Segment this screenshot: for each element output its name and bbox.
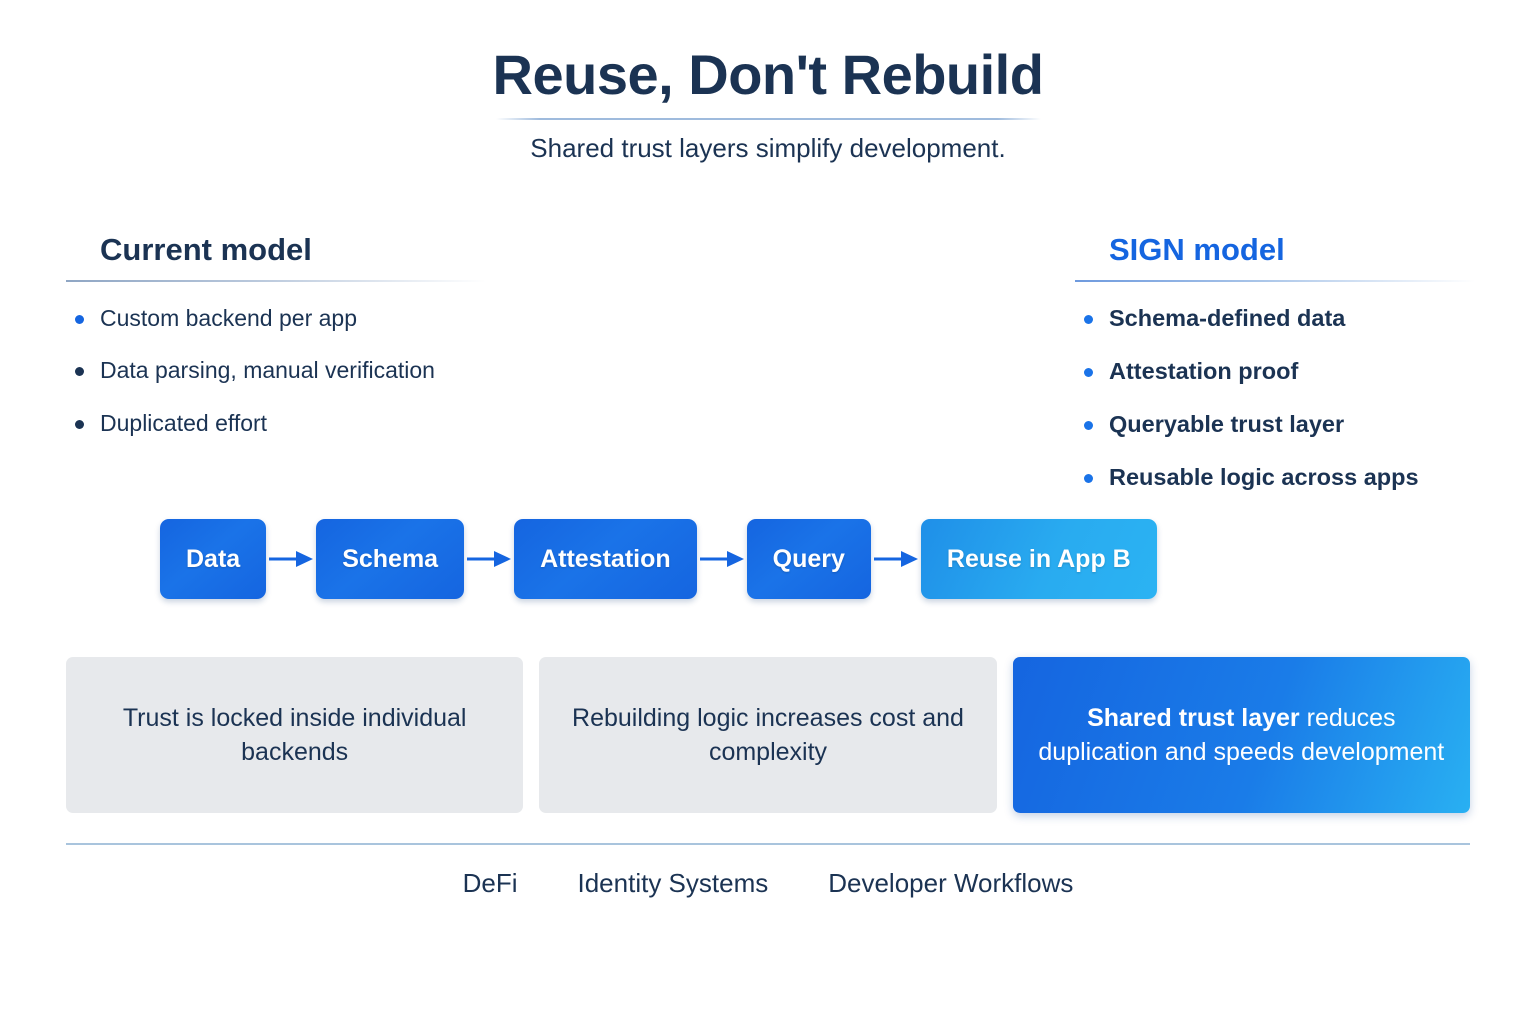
list-item-label: Attestation proof	[1109, 357, 1299, 384]
arrow-right-icon	[266, 544, 316, 574]
outcome-card-rebuilding-cost: Rebuilding logic increases cost and comp…	[539, 657, 997, 813]
list-item: Schema-defined data	[1075, 304, 1475, 333]
list-item: Data parsing, manual verification	[66, 356, 486, 385]
title-divider	[495, 117, 1041, 120]
list-item-label: Schema-defined data	[1109, 304, 1346, 331]
bullet-dot-icon	[1084, 420, 1093, 430]
bullet-dot-icon	[75, 367, 84, 377]
bullet-dot-icon	[1084, 314, 1093, 324]
outcome-card-rest: reduces duplication and speeds developme…	[1038, 703, 1445, 767]
footer-item-identity-systems[interactable]: Identity Systems	[577, 868, 769, 898]
bullet-dot-icon	[75, 314, 84, 324]
outcome-card-lead: Shared trust layer	[1087, 703, 1300, 732]
current-model-divider	[66, 279, 486, 282]
current-model-heading: Current model	[100, 232, 312, 267]
page-title: Reuse, Don't Rebuild	[492, 43, 1044, 106]
pipeline-flow: Data Schema Attestation Query	[160, 519, 1157, 599]
list-item-label: Data parsing, manual verification	[100, 357, 435, 384]
slide-header: Reuse, Don't Rebuild Shared trust layers…	[0, 43, 1536, 164]
list-item: Attestation proof	[1075, 357, 1475, 386]
list-item-label: Reusable logic across apps	[1109, 464, 1419, 491]
outcome-card-text: Shared trust layer reduces duplication a…	[1031, 701, 1452, 770]
arrow-right-icon	[871, 544, 921, 574]
bullet-dot-icon	[1084, 367, 1093, 377]
outcome-card-text: Trust is locked inside individual backen…	[122, 703, 467, 767]
pipeline-step-query[interactable]: Query	[746, 519, 871, 599]
arrow-right-icon	[697, 544, 747, 574]
footer-tag-list: DeFi Identity Systems Developer Workflow…	[0, 868, 1536, 899]
current-model-bullet-list: Custom backend per app Data parsing, man…	[66, 304, 486, 438]
bullet-dot-icon	[75, 419, 84, 429]
list-item-label: Custom backend per app	[100, 304, 357, 331]
list-item: Custom backend per app	[66, 304, 486, 333]
current-model-column: Current model Custom backend per app Dat…	[66, 232, 486, 461]
pipeline-step-data[interactable]: Data	[160, 519, 267, 599]
page-subtitle: Shared trust layers simplify development…	[530, 132, 1006, 163]
outcome-cards: Trust is locked inside individual backen…	[66, 657, 1470, 813]
sign-model-bullet-list: Schema-defined data Attestation proof Qu…	[1075, 304, 1475, 493]
footer-item-developer-workflows[interactable]: Developer Workflows	[828, 868, 1074, 898]
footer-item-defi[interactable]: DeFi	[462, 868, 518, 898]
bullet-dot-icon	[1084, 474, 1093, 484]
arrow-right-icon	[464, 544, 514, 574]
pipeline-step-attestation[interactable]: Attestation	[514, 519, 697, 599]
outcome-card-trust-locked: Trust is locked inside individual backen…	[66, 657, 524, 813]
list-item: Duplicated effort	[66, 409, 486, 438]
footer-divider	[66, 843, 1470, 845]
list-item-label: Duplicated effort	[100, 409, 268, 436]
pipeline-step-schema[interactable]: Schema	[316, 519, 465, 599]
outcome-card-shared-trust-layer: Shared trust layer reduces duplication a…	[1012, 657, 1470, 813]
sign-model-heading: SIGN model	[1109, 232, 1285, 267]
list-item-label: Queryable trust layer	[1109, 410, 1345, 437]
list-item: Queryable trust layer	[1075, 410, 1475, 439]
sign-model-column: SIGN model Schema-defined data Attestati…	[1075, 232, 1475, 516]
list-item: Reusable logic across apps	[1075, 463, 1475, 492]
sign-model-divider	[1075, 279, 1475, 282]
outcome-card-text: Rebuilding logic increases cost and comp…	[572, 703, 964, 767]
pipeline-step-reuse-in-app-b[interactable]: Reuse in App B	[920, 519, 1157, 599]
